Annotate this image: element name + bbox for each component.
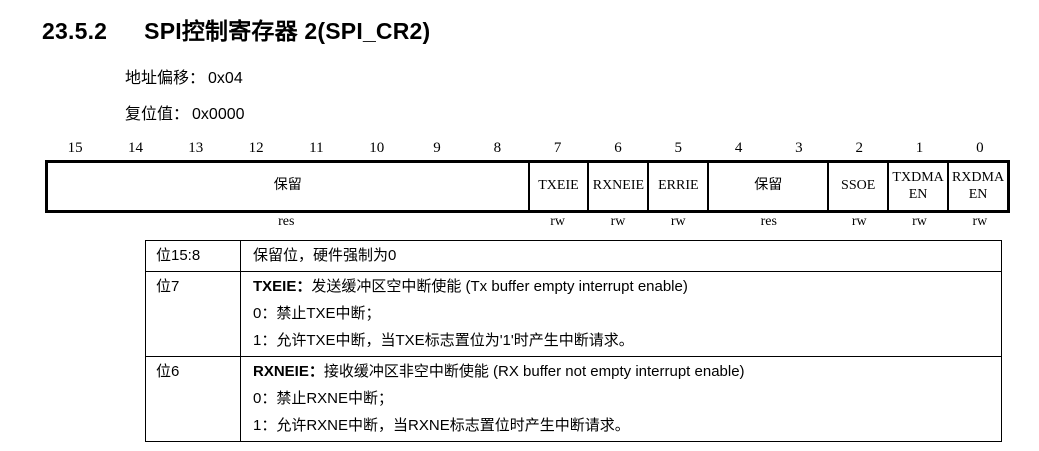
field-cell-reserved-4-3: 保留 — [707, 163, 827, 210]
desc-line: TXEIE：发送缓冲区空中断使能 (Tx buffer empty interr… — [253, 278, 688, 295]
desc-bits-cell: 位7 — [146, 272, 241, 356]
bit-number: 0 — [976, 140, 984, 156]
access-cell-reserved-15-8: res — [278, 214, 295, 229]
bit-number: 11 — [309, 140, 324, 156]
bit-number: 6 — [614, 140, 622, 156]
reset-value-label: 复位值： — [125, 106, 190, 123]
reset-value-value: 0x0000 — [192, 106, 245, 123]
desc-line: RXNEIE：接收缓冲区非空中断使能 (RX buffer not empty … — [253, 363, 745, 380]
access-cell-errie: rw — [670, 214, 686, 229]
bit-number: 15 — [67, 140, 83, 156]
access-cell-txdmaen: rw — [912, 214, 927, 229]
bit-number: 3 — [795, 140, 803, 156]
bit-number: 1 — [915, 140, 924, 156]
bit-number: 12 — [248, 140, 264, 156]
desc-text-cell: 保留位，硬件强制为0 — [241, 241, 1001, 271]
bit-number: 8 — [493, 140, 502, 156]
field-cell-txdmaen: TXDMA EN — [887, 163, 947, 210]
field-cell-ssoe: SSOE — [827, 163, 887, 210]
desc-line: 保留位，硬件强制为0 — [253, 247, 397, 264]
field-cell-rxdmaen: RXDMA EN — [947, 163, 1007, 210]
field-cell-txeie: TXEIE — [527, 163, 588, 210]
desc-line: 1：允许TXE中断，当TXE标志置位为'1'时产生中断请求。 — [253, 332, 634, 349]
field-cell-errie: ERRIE — [647, 163, 707, 210]
field-cell-rxneie: RXNEIE — [587, 163, 647, 210]
description-table: 位15:8 保留位，硬件强制为0 位7 TXEIE：发送缓冲区空中断使能 (Tx bu… — [145, 240, 1002, 442]
desc-line: 0：禁止RXNE中断； — [253, 390, 394, 407]
section-title-text: SPI控制寄存器 2(SPI_CR2) — [144, 18, 431, 44]
desc-bits-cell: 位15:8 — [146, 241, 241, 271]
access-cell-rxneie: rw — [610, 214, 626, 229]
bit-number: 10 — [369, 140, 385, 156]
desc-row: 位7 TXEIE：发送缓冲区空中断使能 (Tx buffer empty inte… — [146, 271, 1001, 356]
address-offset-line: 地址偏移：0x04 — [125, 64, 1039, 88]
access-cell-txeie: rw — [550, 214, 566, 229]
access-cell-ssoe: rw — [851, 214, 867, 229]
access-cell-rxdmaen: rw — [972, 214, 988, 229]
desc-line: 0：禁止TXE中断； — [253, 305, 381, 322]
bit-number: 5 — [674, 140, 683, 156]
field-cell-reserved-15-8: 保留 — [273, 178, 302, 194]
desc-row: 位6 RXNEIE：接收缓冲区非空中断使能 (RX buffer not empt… — [146, 356, 1001, 441]
bit-number: 4 — [734, 140, 743, 156]
desc-line: 1：允许RXNE中断，当RXNE标志置位时产生中断请求。 — [253, 417, 630, 434]
bit-number: 2 — [855, 140, 863, 156]
page-title: 23.5.2 SPI控制寄存器 2(SPI_CR2) — [42, 12, 1039, 46]
address-offset-label: 地址偏移： — [125, 70, 206, 87]
access-cell-reserved-4-3: res — [760, 214, 777, 229]
bit-number: 13 — [188, 140, 204, 156]
section-number: 23.5.2 — [42, 18, 108, 44]
desc-text-cell: TXEIE：发送缓冲区空中断使能 (Tx buffer empty interr… — [241, 272, 1001, 356]
bit-number: 7 — [553, 140, 562, 156]
address-offset-value: 0x04 — [208, 70, 243, 87]
reset-value-line: 复位值：0x0000 — [125, 100, 1039, 124]
access-row: res rw rw rw res rw rw rw — [45, 214, 1010, 232]
desc-row: 位15:8 保留位，硬件强制为0 — [146, 241, 1001, 271]
bit-number: 14 — [127, 140, 143, 156]
desc-bits-cell: 位6 — [146, 357, 241, 441]
desc-text-cell: RXNEIE：接收缓冲区非空中断使能 (RX buffer not empty … — [241, 357, 1001, 441]
bit-number: 9 — [433, 140, 441, 156]
